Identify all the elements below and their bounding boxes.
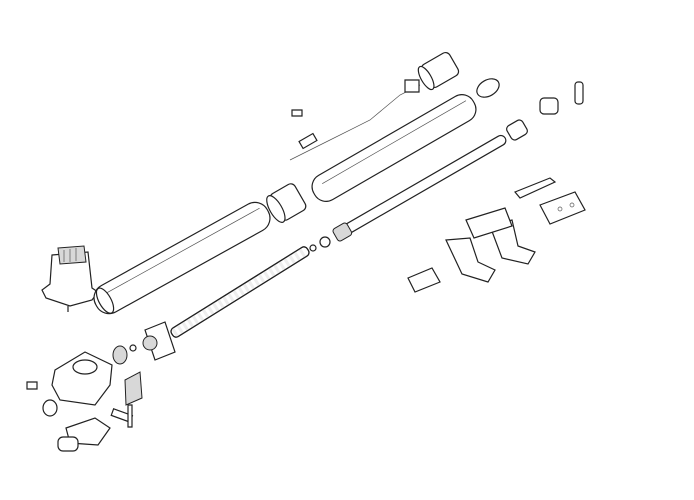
bushing <box>43 400 57 416</box>
cylinder-bushing <box>58 437 78 451</box>
rear-bracket-plate <box>515 178 585 224</box>
upper-cover-tube <box>307 90 480 206</box>
nut <box>310 245 316 251</box>
gearbox-body <box>52 352 112 405</box>
release-cover <box>125 372 142 405</box>
tube-end-cap <box>263 182 307 225</box>
rear-cap-plate <box>474 75 503 101</box>
limit-switch-cable <box>290 80 420 160</box>
rear-end-cap <box>415 51 460 92</box>
mounting-plate <box>466 208 512 238</box>
drive-gear <box>113 345 136 364</box>
washer <box>320 237 330 247</box>
front-fork <box>505 119 529 142</box>
worm-screw <box>170 245 311 338</box>
motor-housing <box>42 246 98 312</box>
front-bracket <box>408 268 440 292</box>
lower-cover-tube <box>89 197 275 318</box>
release-key <box>111 405 132 427</box>
piston-rod <box>332 132 509 242</box>
screw-bolt <box>27 382 37 389</box>
z-bracket <box>446 220 535 282</box>
rear-pivot <box>540 82 583 114</box>
screw-bearing-plate <box>143 322 175 360</box>
